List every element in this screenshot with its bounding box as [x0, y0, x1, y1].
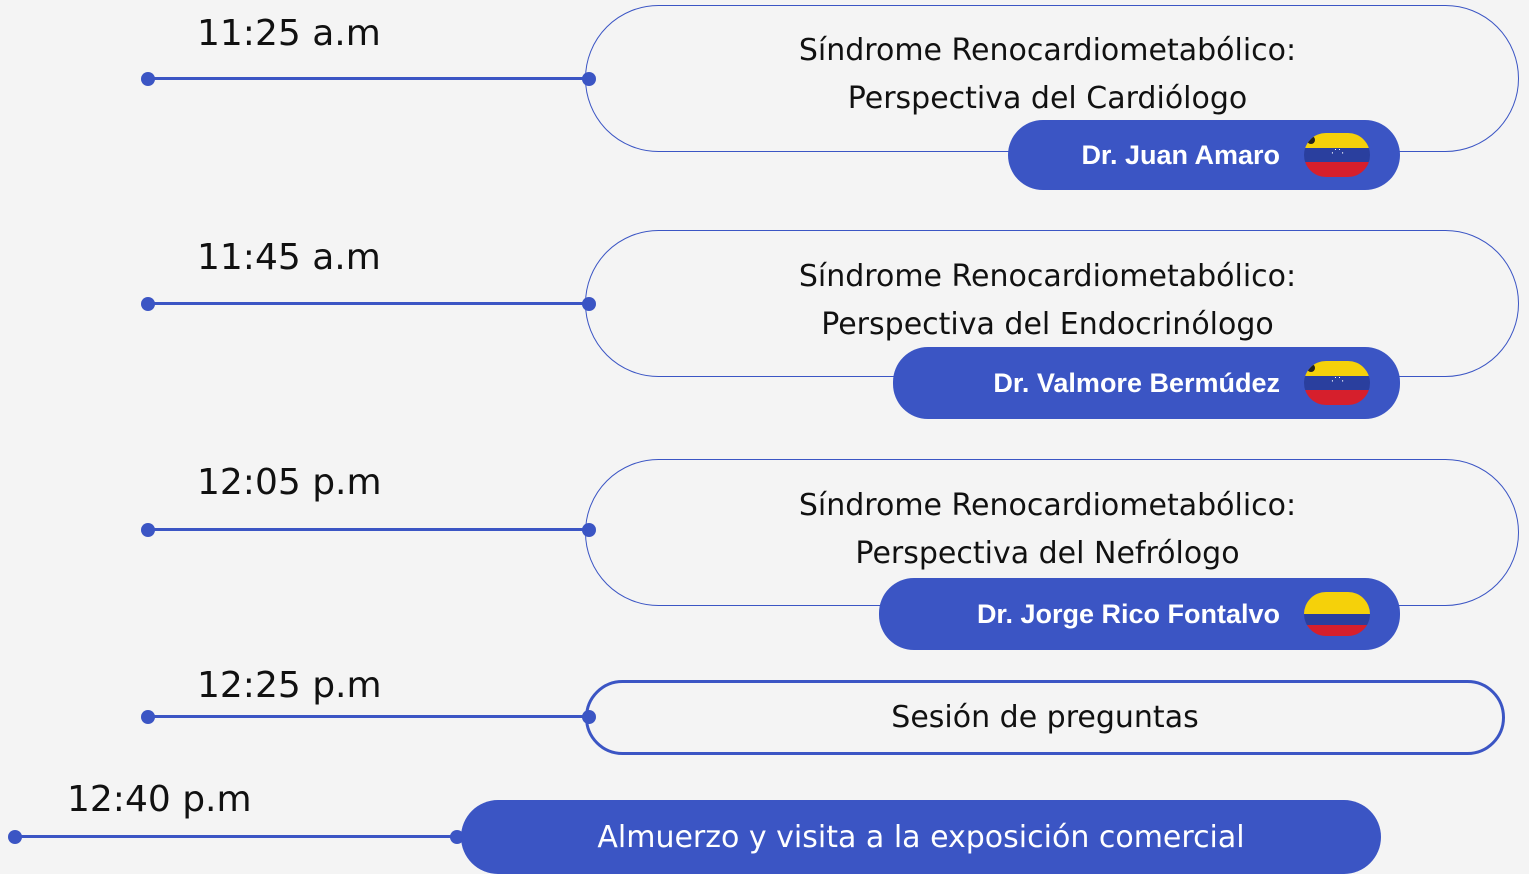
speaker-name: Dr. Juan Amaro — [1081, 139, 1280, 170]
session-title: Síndrome Renocardiometabólico: Perspecti… — [650, 253, 1445, 349]
qa-box: Sesión de preguntas — [585, 680, 1505, 755]
session-title-line2: Perspectiva del Nefrólogo — [855, 536, 1240, 571]
speaker-badge: Dr. Valmore Bermúdez ·˙˙· — [893, 347, 1400, 419]
speaker-badge: Dr. Juan Amaro ·˙˙· — [1008, 120, 1400, 190]
session-time: 12:05 p.m — [197, 462, 382, 503]
session-title: Síndrome Renocardiometabólico: Perspecti… — [650, 27, 1445, 123]
session-time: 11:25 a.m — [197, 13, 381, 54]
session-title-line1: Síndrome Renocardiometabólico: — [798, 488, 1297, 523]
qa-time: 12:25 p.m — [197, 665, 382, 706]
speaker-name: Dr. Valmore Bermúdez — [993, 367, 1280, 398]
venezuela-flag-icon: ·˙˙· — [1304, 361, 1370, 405]
timeline-connector — [141, 71, 596, 86]
session-title-line2: Perspectiva del Cardiólogo — [847, 81, 1248, 116]
session-time: 11:45 a.m — [197, 237, 381, 278]
timeline-connector — [141, 296, 596, 311]
session-title-line1: Síndrome Renocardiometabólico: — [798, 33, 1297, 68]
session-title-line1: Síndrome Renocardiometabólico: — [798, 259, 1297, 294]
timeline-connector — [141, 709, 596, 724]
lunch-time: 12:40 p.m — [67, 779, 252, 820]
lunch-label: Almuerzo y visita a la exposición comerc… — [597, 819, 1245, 855]
speaker-name: Dr. Jorge Rico Fontalvo — [976, 598, 1280, 629]
qa-label: Sesión de preguntas — [891, 700, 1199, 735]
timeline-connector — [8, 829, 464, 844]
lunch-banner: Almuerzo y visita a la exposición comerc… — [461, 800, 1381, 874]
venezuela-flag-icon: ·˙˙· — [1304, 133, 1370, 177]
session-title: Síndrome Renocardiometabólico: Perspecti… — [650, 482, 1445, 578]
session-title-line2: Perspectiva del Endocrinólogo — [821, 307, 1274, 342]
timeline-connector — [141, 522, 596, 537]
colombia-flag-icon — [1304, 592, 1370, 636]
speaker-badge: Dr. Jorge Rico Fontalvo — [879, 578, 1400, 650]
